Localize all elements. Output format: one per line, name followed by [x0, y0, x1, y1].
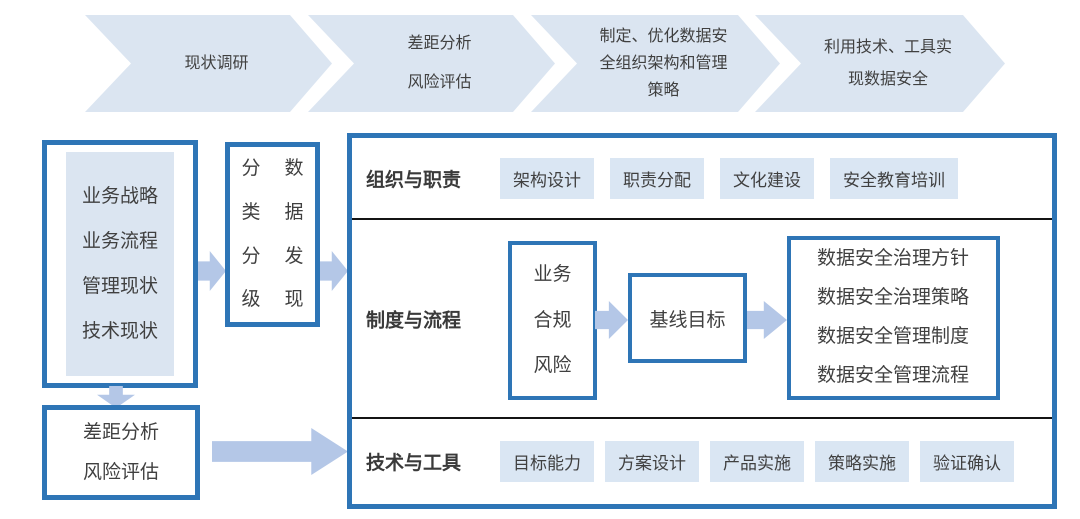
- capability-tag: 验证确认: [920, 441, 1014, 482]
- row-label-policy: 制度与流程: [366, 310, 462, 331]
- process-step-current-research: 现状调研: [85, 15, 332, 112]
- security-policies-box: 数据安全治理方针 数据安全治理策略 数据安全管理制度 数据安全管理流程: [787, 236, 1000, 400]
- capability-tag: 策略实施: [815, 441, 909, 482]
- capability-tag: 目标能力: [500, 441, 594, 482]
- process-step-gap-analysis: 差距分析 风险评估: [308, 15, 555, 112]
- classification-col-left: 分 类 分 级: [241, 158, 261, 311]
- row-technology-tools: 技术与工具 目标能力 方案设计 产品实施 策略实施 验证确认: [352, 419, 1052, 504]
- capability-tag: 产品实施: [710, 441, 804, 482]
- capability-tag: 文化建设: [720, 157, 814, 199]
- capability-tag: 安全教育培训: [830, 157, 958, 199]
- data-classification-box: 分 类 分 级 数 据 发 现: [225, 142, 320, 327]
- row-label-organization: 组织与职责: [366, 169, 462, 191]
- capability-tag: 架构设计: [500, 157, 594, 199]
- organization-tags: 架构设计 职责分配 文化建设 安全教育培训: [500, 157, 958, 199]
- process-step-label: 利用技术、工具实 现数据安全: [823, 38, 952, 88]
- gap-analysis-box: 差距分析 风险评估: [42, 405, 200, 500]
- process-step-label: 差距分析 风险评估: [407, 35, 472, 91]
- row-label-technology: 技术与工具: [366, 453, 462, 474]
- arrow-baseline-to-policies-icon: [747, 301, 787, 339]
- classification-col-right: 数 据 发 现: [284, 158, 304, 311]
- process-step-label: 现状调研: [184, 54, 249, 72]
- process-step-label: 制定、优化数据安 全组织架构和管理 策略: [599, 27, 728, 100]
- arrow-compliance-to-baseline-icon: [595, 301, 628, 339]
- process-step-tech-implementation: 利用技术、工具实 现数据安全: [755, 15, 1005, 112]
- technology-tags: 目标能力 方案设计 产品实施 策略实施 验证确认: [500, 441, 1014, 482]
- governance-matrix: 组织与职责 架构设计 职责分配 文化建设 安全教育培训 制度与流程 业务 合规 …: [347, 133, 1057, 509]
- business-compliance-risk-box: 业务 合规 风险: [508, 241, 597, 400]
- row-policy-process: 制度与流程 业务 合规 风险 基线目标 数据安全治理方针 数据安全治理策略 数据…: [352, 220, 1052, 419]
- capability-tag: 方案设计: [605, 441, 699, 482]
- baseline-target-box: 基线目标: [628, 273, 747, 363]
- current-state-list: 业务战略 业务流程 管理现状 技术现状: [66, 152, 174, 376]
- capability-tag: 职责分配: [610, 157, 704, 199]
- row-organization-responsibilities: 组织与职责 架构设计 职责分配 文化建设 安全教育培训: [352, 138, 1052, 220]
- arrow-gap-to-main-icon: [212, 428, 348, 475]
- process-step-org-strategy: 制定、优化数据安 全组织架构和管理 策略: [531, 15, 780, 112]
- arrow-current-to-classify-icon: [198, 251, 226, 291]
- arrow-classify-to-main-icon: [320, 251, 348, 291]
- current-state-box: 业务战略 业务流程 管理现状 技术现状: [42, 140, 198, 388]
